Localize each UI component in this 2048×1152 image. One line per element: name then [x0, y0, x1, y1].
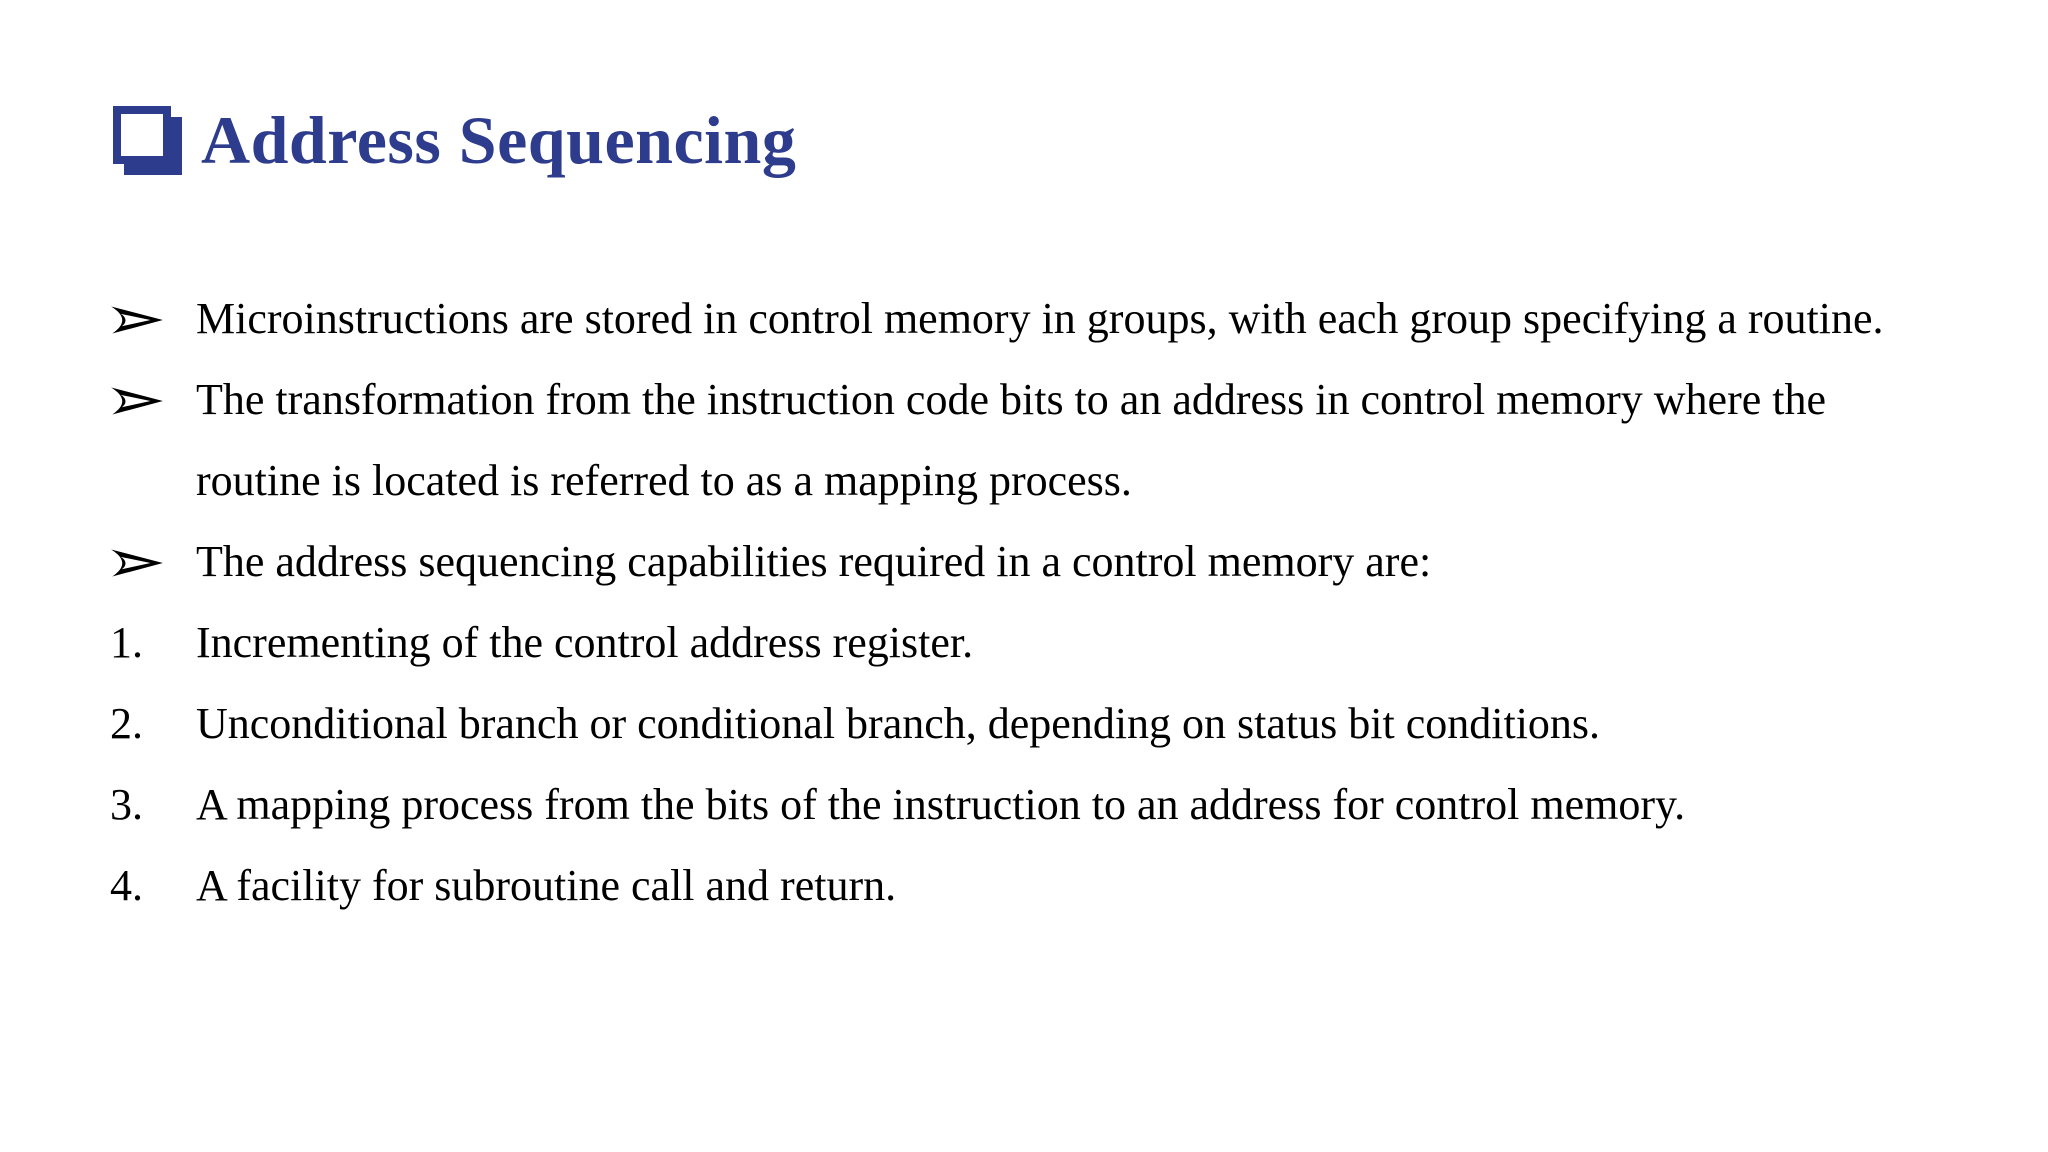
item-text: Unconditional branch or conditional bran…	[196, 699, 1601, 748]
numbered-item: 4. A facility for subroutine call and re…	[110, 845, 1908, 926]
bullet-item: The transformation from the instruction …	[110, 359, 1908, 521]
bullet-item: Microinstructions are stored in control …	[110, 278, 1908, 359]
arrow-bullet-icon	[110, 359, 196, 419]
numbered-item: 1. Incrementing of the control address r…	[110, 602, 1908, 683]
item-text: A mapping process from the bits of the i…	[196, 780, 1686, 829]
numbered-item: 2. Unconditional branch or conditional b…	[110, 683, 1908, 764]
bullet-text: The address sequencing capabilities requ…	[196, 537, 1432, 586]
bullet-text: The transformation from the instruction …	[196, 375, 1826, 505]
item-text: A facility for subroutine call and retur…	[196, 861, 897, 910]
title-row: Address Sequencing	[113, 98, 2048, 182]
numbered-item: 3. A mapping process from the bits of th…	[110, 764, 1908, 845]
item-number: 4.	[110, 861, 143, 910]
item-number: 2.	[110, 699, 143, 748]
page-title: Address Sequencing	[201, 102, 797, 178]
slide-body: Microinstructions are stored in control …	[0, 278, 2048, 926]
arrow-bullet-icon	[110, 521, 196, 581]
item-number: 1.	[110, 618, 143, 667]
bullet-text: Microinstructions are stored in control …	[196, 294, 1884, 343]
item-text: Incrementing of the control address regi…	[196, 618, 974, 667]
bullet-item: The address sequencing capabilities requ…	[110, 521, 1908, 602]
item-number: 3.	[110, 780, 143, 829]
arrow-bullet-icon	[110, 278, 196, 338]
shadowed-square-icon	[113, 106, 171, 164]
